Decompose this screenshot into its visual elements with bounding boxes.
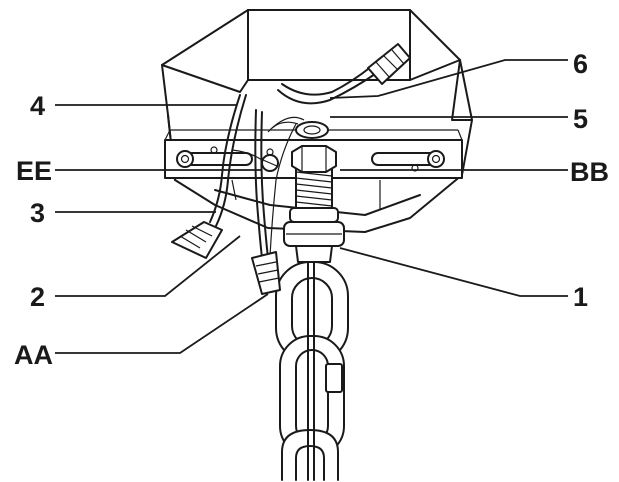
wires: [209, 65, 379, 259]
loop-hook: [283, 207, 345, 263]
callout-3: 3: [30, 198, 45, 228]
leader-lines: [55, 59, 568, 354]
callout-5: 5: [573, 104, 588, 134]
wire-nut-top: [367, 43, 411, 85]
leader-aa: [55, 293, 269, 354]
ground-screw: [261, 148, 279, 172]
hex-nut: [291, 145, 337, 173]
leader-6: [329, 59, 568, 99]
leader-1: [339, 247, 568, 297]
box-knockout-opening: [295, 121, 329, 139]
leader-2: [55, 235, 241, 297]
wire-nut-bottom: [251, 251, 281, 295]
callout-1: 1: [573, 282, 588, 312]
callout-aa: AA: [14, 340, 53, 370]
callout-labels: 4 6 5 EE BB 3 2 1 AA: [14, 49, 609, 370]
callout-4: 4: [30, 91, 45, 121]
callout-6: 6: [573, 49, 588, 79]
wire-nut-left: [171, 221, 223, 259]
callout-ee: EE: [16, 156, 52, 186]
callout-2: 2: [30, 282, 45, 312]
chain: [275, 261, 349, 481]
callout-bb: BB: [570, 157, 609, 187]
